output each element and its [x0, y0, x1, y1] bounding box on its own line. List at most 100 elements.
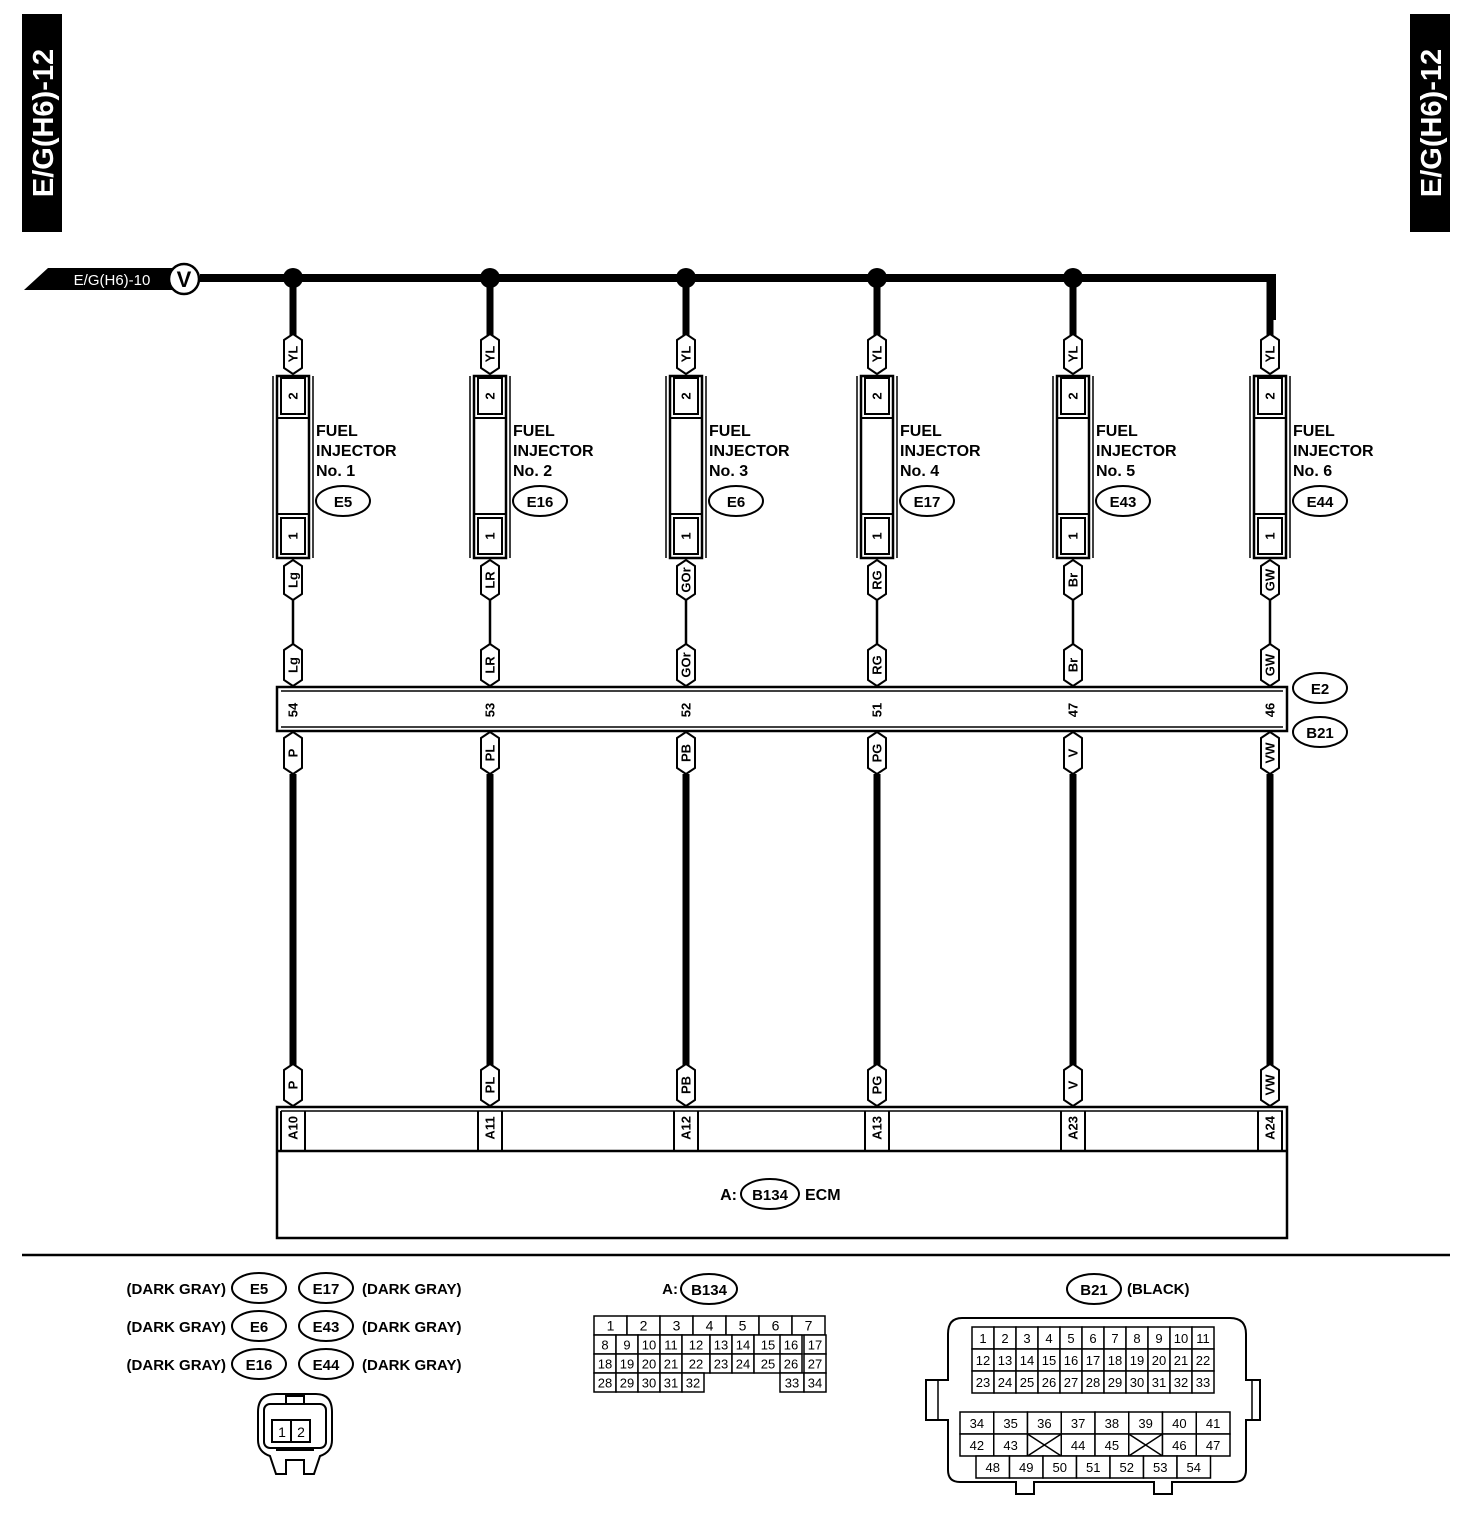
pin-number: 12	[689, 1338, 703, 1353]
connector-e2-label: E2	[1311, 681, 1329, 698]
wire-code-e2: GW	[1263, 653, 1278, 676]
injector-pin-1: 1	[278, 1424, 286, 1440]
page-code-left: E/G(H6)-12	[28, 49, 60, 197]
wire-code-injector-out: GOr	[679, 567, 694, 592]
wire-code-top: YL	[1263, 346, 1278, 363]
pin-number: 46	[1172, 1438, 1186, 1453]
pin-number: 6	[772, 1318, 780, 1334]
injector-pin-bottom: 1	[1263, 532, 1278, 539]
injector-pin-2: 2	[297, 1424, 305, 1440]
pin-number: 4	[1045, 1331, 1052, 1346]
pin-number: 44	[1071, 1438, 1085, 1453]
pin-number: 21	[664, 1357, 678, 1372]
pin-number: 29	[620, 1376, 634, 1391]
e2-pin-number: 53	[483, 703, 498, 717]
wire-code-e2: GOr	[679, 652, 694, 677]
injector-label-line3: No. 1	[316, 463, 355, 480]
wire-code-top: YL	[1066, 346, 1081, 363]
pin-number: 7	[1111, 1331, 1118, 1346]
legend-color-tag: (DARK GRAY)	[362, 1357, 461, 1374]
injector-label-line1: FUEL	[1096, 423, 1138, 440]
pin-cell	[803, 1372, 827, 1393]
wire-code-b21: PB	[679, 744, 694, 762]
pin-number: 53	[1153, 1460, 1167, 1475]
wire-code-top: YL	[483, 346, 498, 363]
pin-number: 4	[706, 1318, 714, 1334]
wire-code-e2-tag	[1063, 642, 1083, 688]
pin-number: 25	[761, 1357, 775, 1372]
pin-number: 40	[1172, 1416, 1186, 1431]
injector-label-line3: No. 6	[1293, 463, 1332, 480]
pin-number: 16	[784, 1338, 798, 1353]
injector-label-line3: No. 3	[709, 463, 748, 480]
wire-code-b21: P	[286, 748, 301, 757]
pin-number: 30	[642, 1376, 656, 1391]
wire-code-injector-out: RG	[870, 570, 885, 590]
pin-number: 23	[714, 1357, 728, 1372]
pin-number: 34	[970, 1416, 984, 1431]
injector-label-line1: FUEL	[316, 423, 358, 440]
wire-code-ecm-tag	[480, 1062, 500, 1108]
pin-number: 15	[1042, 1353, 1056, 1368]
pin-number: 34	[808, 1376, 822, 1391]
wire-code-e2-tag	[1260, 642, 1280, 688]
e2-pin-number: 46	[1263, 703, 1278, 717]
pin-number: 14	[1020, 1353, 1034, 1368]
source-ref-letter: V	[177, 267, 192, 292]
pin-number: 54	[1187, 1460, 1201, 1475]
pin-number: 15	[761, 1338, 775, 1353]
wire-code-ecm: PG	[870, 1076, 885, 1095]
wire-code-e2: Lg	[286, 657, 301, 673]
legend-b21: B21 (BLACK)	[925, 1273, 1261, 1495]
wire-code-b21: VW	[1263, 742, 1278, 764]
pin-number: 18	[598, 1357, 612, 1372]
injector-connector-label: E6	[727, 494, 745, 511]
wire-code-ecm: PB	[679, 1076, 694, 1094]
pin-number: 1	[607, 1318, 615, 1334]
pin-number: 41	[1206, 1416, 1220, 1431]
wire-code-injector-out: LR	[483, 571, 498, 589]
pin-number: 22	[1196, 1353, 1210, 1368]
pin-number: 17	[1086, 1353, 1100, 1368]
wire-code-ecm: VW	[1263, 1074, 1278, 1096]
wire-code-b21: PG	[870, 744, 885, 763]
injector-connector-label: E43	[1110, 494, 1137, 511]
pin-number: 23	[976, 1375, 990, 1390]
pin-number: 47	[1206, 1438, 1220, 1453]
pin-number: 20	[642, 1357, 656, 1372]
wire-code-injector-out: Br	[1066, 573, 1081, 587]
wire-code-ecm-tag	[867, 1062, 887, 1108]
pin-cell	[681, 1372, 705, 1393]
wire-code-top-tag	[283, 332, 303, 376]
pin-number: 28	[598, 1376, 612, 1391]
pin-number: 33	[1196, 1375, 1210, 1390]
injector-label-line2: INJECTOR	[513, 443, 594, 460]
pin-number: 20	[1152, 1353, 1166, 1368]
ecm-pin-number: A24	[1263, 1115, 1278, 1140]
wire-code-b21: PL	[483, 745, 498, 762]
pin-number: 13	[998, 1353, 1012, 1368]
pin-number: 16	[1064, 1353, 1078, 1368]
pin-number: 19	[620, 1357, 634, 1372]
page-code-right: E/G(H6)-12	[1416, 49, 1448, 197]
injector-connector-label: E16	[527, 494, 554, 511]
pin-number: 7	[805, 1318, 813, 1334]
pin-number: 19	[1130, 1353, 1144, 1368]
legend-connector-left: E5	[250, 1281, 268, 1298]
wire-code-injector-out-tag	[1063, 558, 1083, 602]
injector-pin-top: 2	[679, 392, 694, 399]
legend-connector-right: E17	[313, 1281, 340, 1298]
pin-number: 17	[808, 1338, 822, 1353]
wire-code-e2-tag	[283, 642, 303, 688]
wire-code-top-tag	[867, 332, 887, 376]
injector-label-line2: INJECTOR	[709, 443, 790, 460]
pin-number: 45	[1105, 1438, 1119, 1453]
pin-number: 9	[1155, 1331, 1162, 1346]
legend-color-tag: (DARK GRAY)	[362, 1319, 461, 1336]
source-reference: E/G(H6)-10 V	[24, 262, 201, 296]
pin-number: 3	[1023, 1331, 1030, 1346]
